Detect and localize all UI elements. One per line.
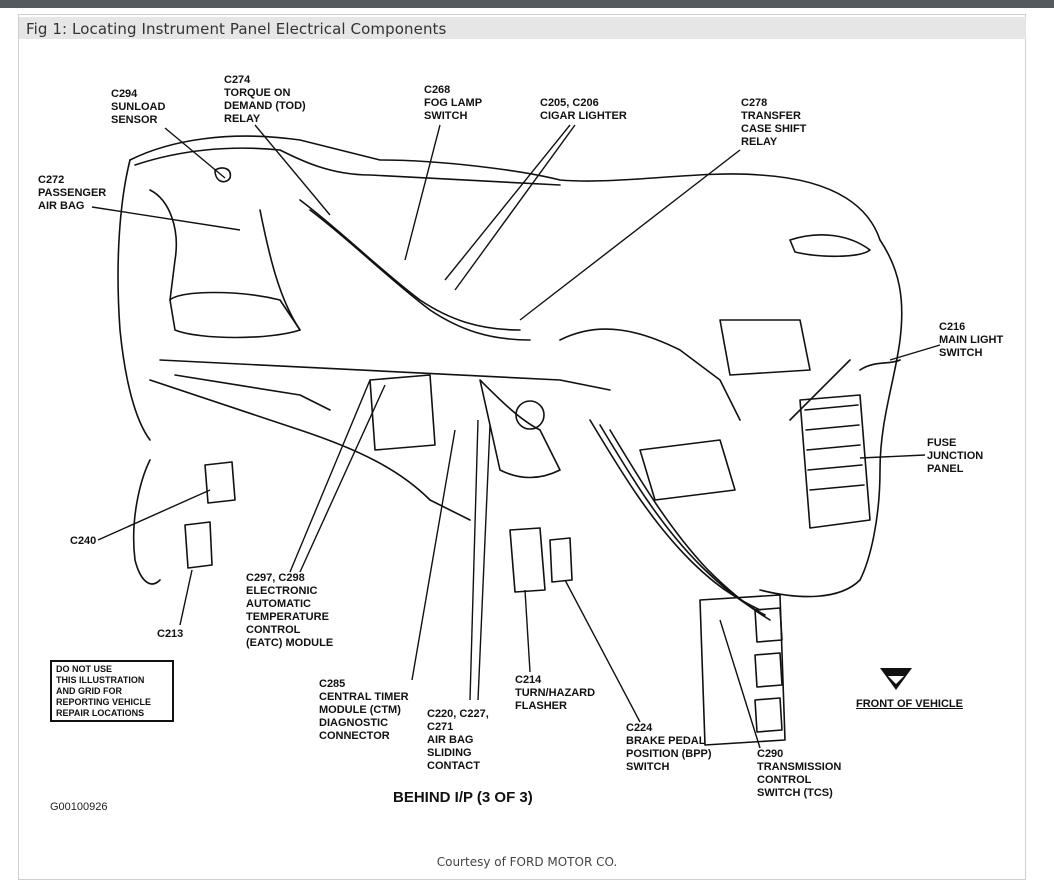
figure-code: G00100926 [50, 801, 108, 813]
label-fuse-junction-panel: FUSE JUNCTION PANEL [927, 437, 984, 475]
label-c294: C294 SUNLOAD SENSOR [111, 88, 166, 126]
leader-c272 [91, 206, 241, 231]
front-of-vehicle-label: FRONT OF VEHICLE [856, 698, 963, 710]
dashboard-lower-edge [149, 379, 471, 521]
leader-c214 [524, 589, 531, 673]
leader-c274 [254, 124, 331, 216]
leader-c285 [411, 429, 456, 681]
harness-bundle-4 [299, 199, 521, 331]
leader-c216 [889, 344, 941, 361]
leader-c297b [299, 384, 386, 573]
label-c272: C272 PASSENGER AIR BAG [38, 174, 107, 212]
front-arrow-icon [880, 668, 912, 690]
ctm-module [369, 374, 436, 451]
label-c290: C290 TRANSMISSION CONTROL SWITCH (TCS) [757, 748, 842, 799]
label-c214: C214 TURN/HAZARD FLASHER [515, 674, 596, 712]
label-c240: C240 [70, 535, 97, 547]
right-harness [859, 359, 901, 371]
courtesy-text: Courtesy of FORD MOTOR CO. [436, 855, 618, 869]
caption-bar [19, 17, 1026, 39]
tcs-switch-3 [754, 697, 783, 733]
label-c268: C268 FOG LAMP SWITCH [424, 84, 483, 122]
module-block [639, 439, 736, 501]
harness-bundle-3 [609, 429, 771, 621]
dashboard-left-side [117, 159, 151, 441]
figure-caption: Fig 1: Locating Instrument Panel Electri… [26, 20, 447, 38]
panel-rail-2 [174, 374, 331, 411]
panel-rail [159, 359, 611, 391]
c240-connector [204, 461, 236, 504]
label-c224: C224 BRAKE PEDAL POSITION (BPP) SWITCH [626, 722, 712, 773]
harness-bundle-7 [789, 359, 851, 421]
leader-c224 [564, 579, 641, 723]
right-main-light-bracket [719, 319, 811, 376]
top-window-bar [0, 0, 1054, 8]
brake-switch [549, 537, 573, 583]
harness-bundle-6 [259, 209, 301, 331]
leader-c213 [179, 569, 193, 626]
leader-c220b [477, 424, 491, 701]
label-c278: C278 TRANSFER CASE SHIFT RELAY [741, 97, 807, 148]
column-hub [515, 400, 545, 430]
turn-flasher [509, 527, 546, 593]
left-bracket [149, 189, 178, 301]
leader-c294 [164, 127, 226, 179]
leader-c268 [404, 124, 441, 261]
c213-connector [184, 521, 213, 569]
steering-column [479, 379, 561, 479]
fuse-panel-inner [804, 404, 865, 491]
dashboard-right-vent [789, 234, 871, 258]
leader-c297a [289, 379, 371, 573]
label-c216: C216 MAIN LIGHT SWITCH [939, 321, 1004, 359]
leader-fuse [859, 454, 926, 459]
left-harness [132, 459, 161, 585]
tcs-switch-stack [699, 594, 786, 746]
label-c220-c227-c271: C220, C227, C271 AIR BAG SLIDING CONTACT [427, 708, 489, 772]
center-console-edge [559, 328, 741, 421]
warning-box: DO NOT USE THIS ILLUSTRATION AND GRID FO… [50, 660, 174, 722]
label-c274: C274 TORQUE ON DEMAND (TOD) RELAY [224, 74, 306, 125]
harness-bundle-1 [589, 419, 761, 611]
diagram-subtitle: BEHIND I/P (3 OF 3) [393, 789, 533, 806]
dashboard-outline [129, 135, 903, 598]
leader-c290 [719, 619, 761, 749]
fuse-panel-box [799, 394, 871, 529]
leader-c220a [469, 419, 479, 701]
leader-c205a [444, 124, 571, 281]
label-c297-c298: C297, C298 ELECTRONIC AUTOMATIC TEMPERAT… [246, 572, 334, 649]
label-c205-c206: C205, C206 CIGAR LIGHTER [540, 97, 627, 122]
tcs-switch-1 [754, 607, 783, 643]
leader-c278 [519, 149, 741, 321]
dashboard-top-edge [134, 147, 561, 186]
glovebox-opening [169, 291, 301, 339]
label-c285: C285 CENTRAL TIMER MODULE (CTM) DIAGNOST… [319, 678, 409, 742]
label-c213: C213 [157, 628, 184, 640]
tcs-switch-2 [754, 652, 783, 688]
leader-lines [91, 124, 941, 749]
sunload-sensor [214, 167, 232, 183]
leader-c240 [97, 489, 211, 541]
leader-c205b [454, 124, 576, 291]
figure-frame [18, 14, 1026, 880]
harness-bundle-5 [309, 209, 531, 341]
